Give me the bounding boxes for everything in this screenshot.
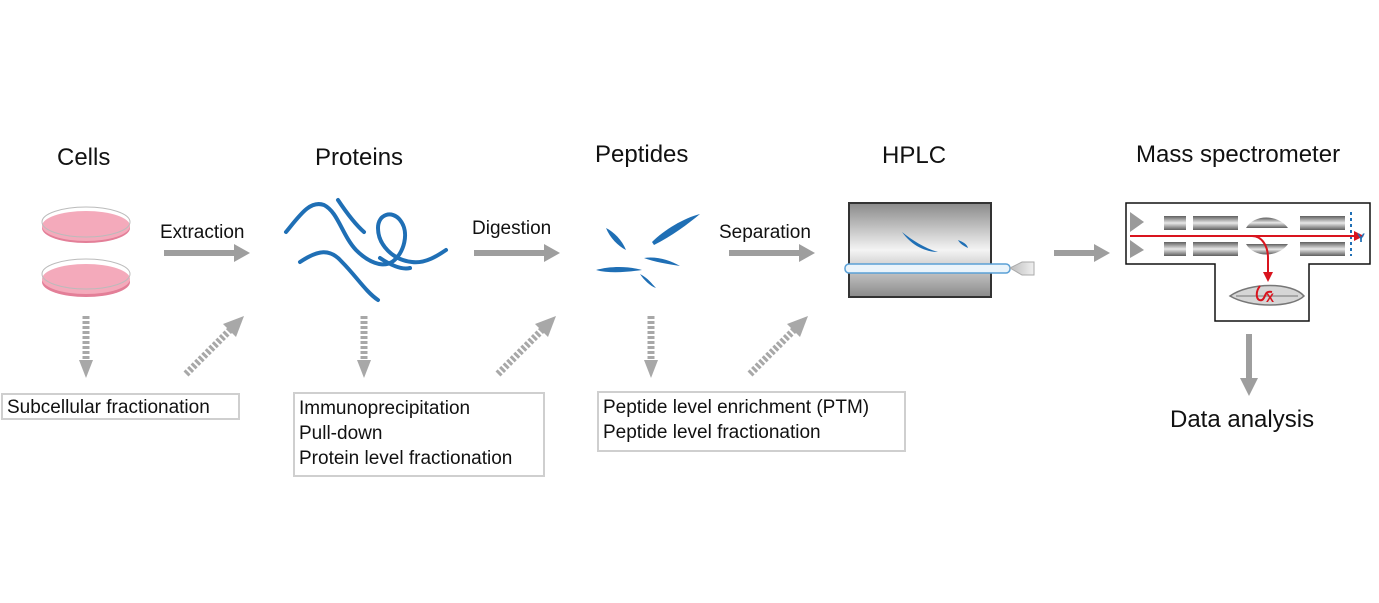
step-label-data-analysis: Data analysis [1170, 406, 1315, 433]
protein-strands [284, 198, 448, 302]
box-line: Peptide level enrichment (PTM) [603, 397, 870, 418]
data-analysis-arrow [1240, 334, 1258, 396]
to-ms-arrow [1054, 244, 1110, 262]
extraction-arrow [164, 244, 250, 262]
box-line: Pull-down [299, 423, 383, 444]
peptides-fractionation-box: Peptide level enrichment (PTM) Peptide l… [597, 391, 906, 452]
step-label-digestion: Digestion [472, 218, 552, 239]
step-label-separation: Separation [719, 222, 811, 243]
hplc-instrument [844, 202, 1035, 298]
petri-dish-bottom [41, 258, 131, 297]
stage-title-proteins: Proteins [315, 144, 404, 171]
cells-dashed-down-arrow [79, 316, 93, 378]
box-line: Protein level fractionation [299, 448, 513, 469]
peptides-to-hplc-dashed-arrow [747, 316, 808, 377]
proteins-to-peptides-dashed-arrow [495, 316, 556, 377]
petri-dish-top [41, 206, 131, 243]
peptide-fragments [596, 214, 700, 288]
stage-title-cells: Cells [57, 144, 111, 171]
proteins-dashed-down-arrow [357, 316, 371, 378]
ms-y-label: Y [1357, 231, 1365, 245]
separation-arrow [729, 244, 815, 262]
stage-title-mass-spectrometer: Mass spectrometer [1136, 141, 1341, 168]
box-line: Subcellular fractionation [7, 397, 210, 418]
cells-fractionation-box: Subcellular fractionation [1, 393, 240, 420]
stage-title-peptides: Peptides [595, 141, 689, 168]
digestion-arrow [474, 244, 560, 262]
ms-x-label: X [1266, 291, 1274, 305]
mass-spectrometer-schematic [1125, 202, 1371, 322]
proteins-fractionation-box: Immunoprecipitation Pull-down Protein le… [293, 392, 545, 477]
step-label-extraction: Extraction [160, 222, 245, 243]
cells-to-proteins-dashed-arrow [183, 316, 244, 377]
stage-title-hplc: HPLC [882, 142, 947, 169]
box-line: Peptide level fractionation [603, 422, 821, 443]
peptides-dashed-down-arrow [644, 316, 658, 378]
box-line: Immunoprecipitation [299, 398, 471, 419]
